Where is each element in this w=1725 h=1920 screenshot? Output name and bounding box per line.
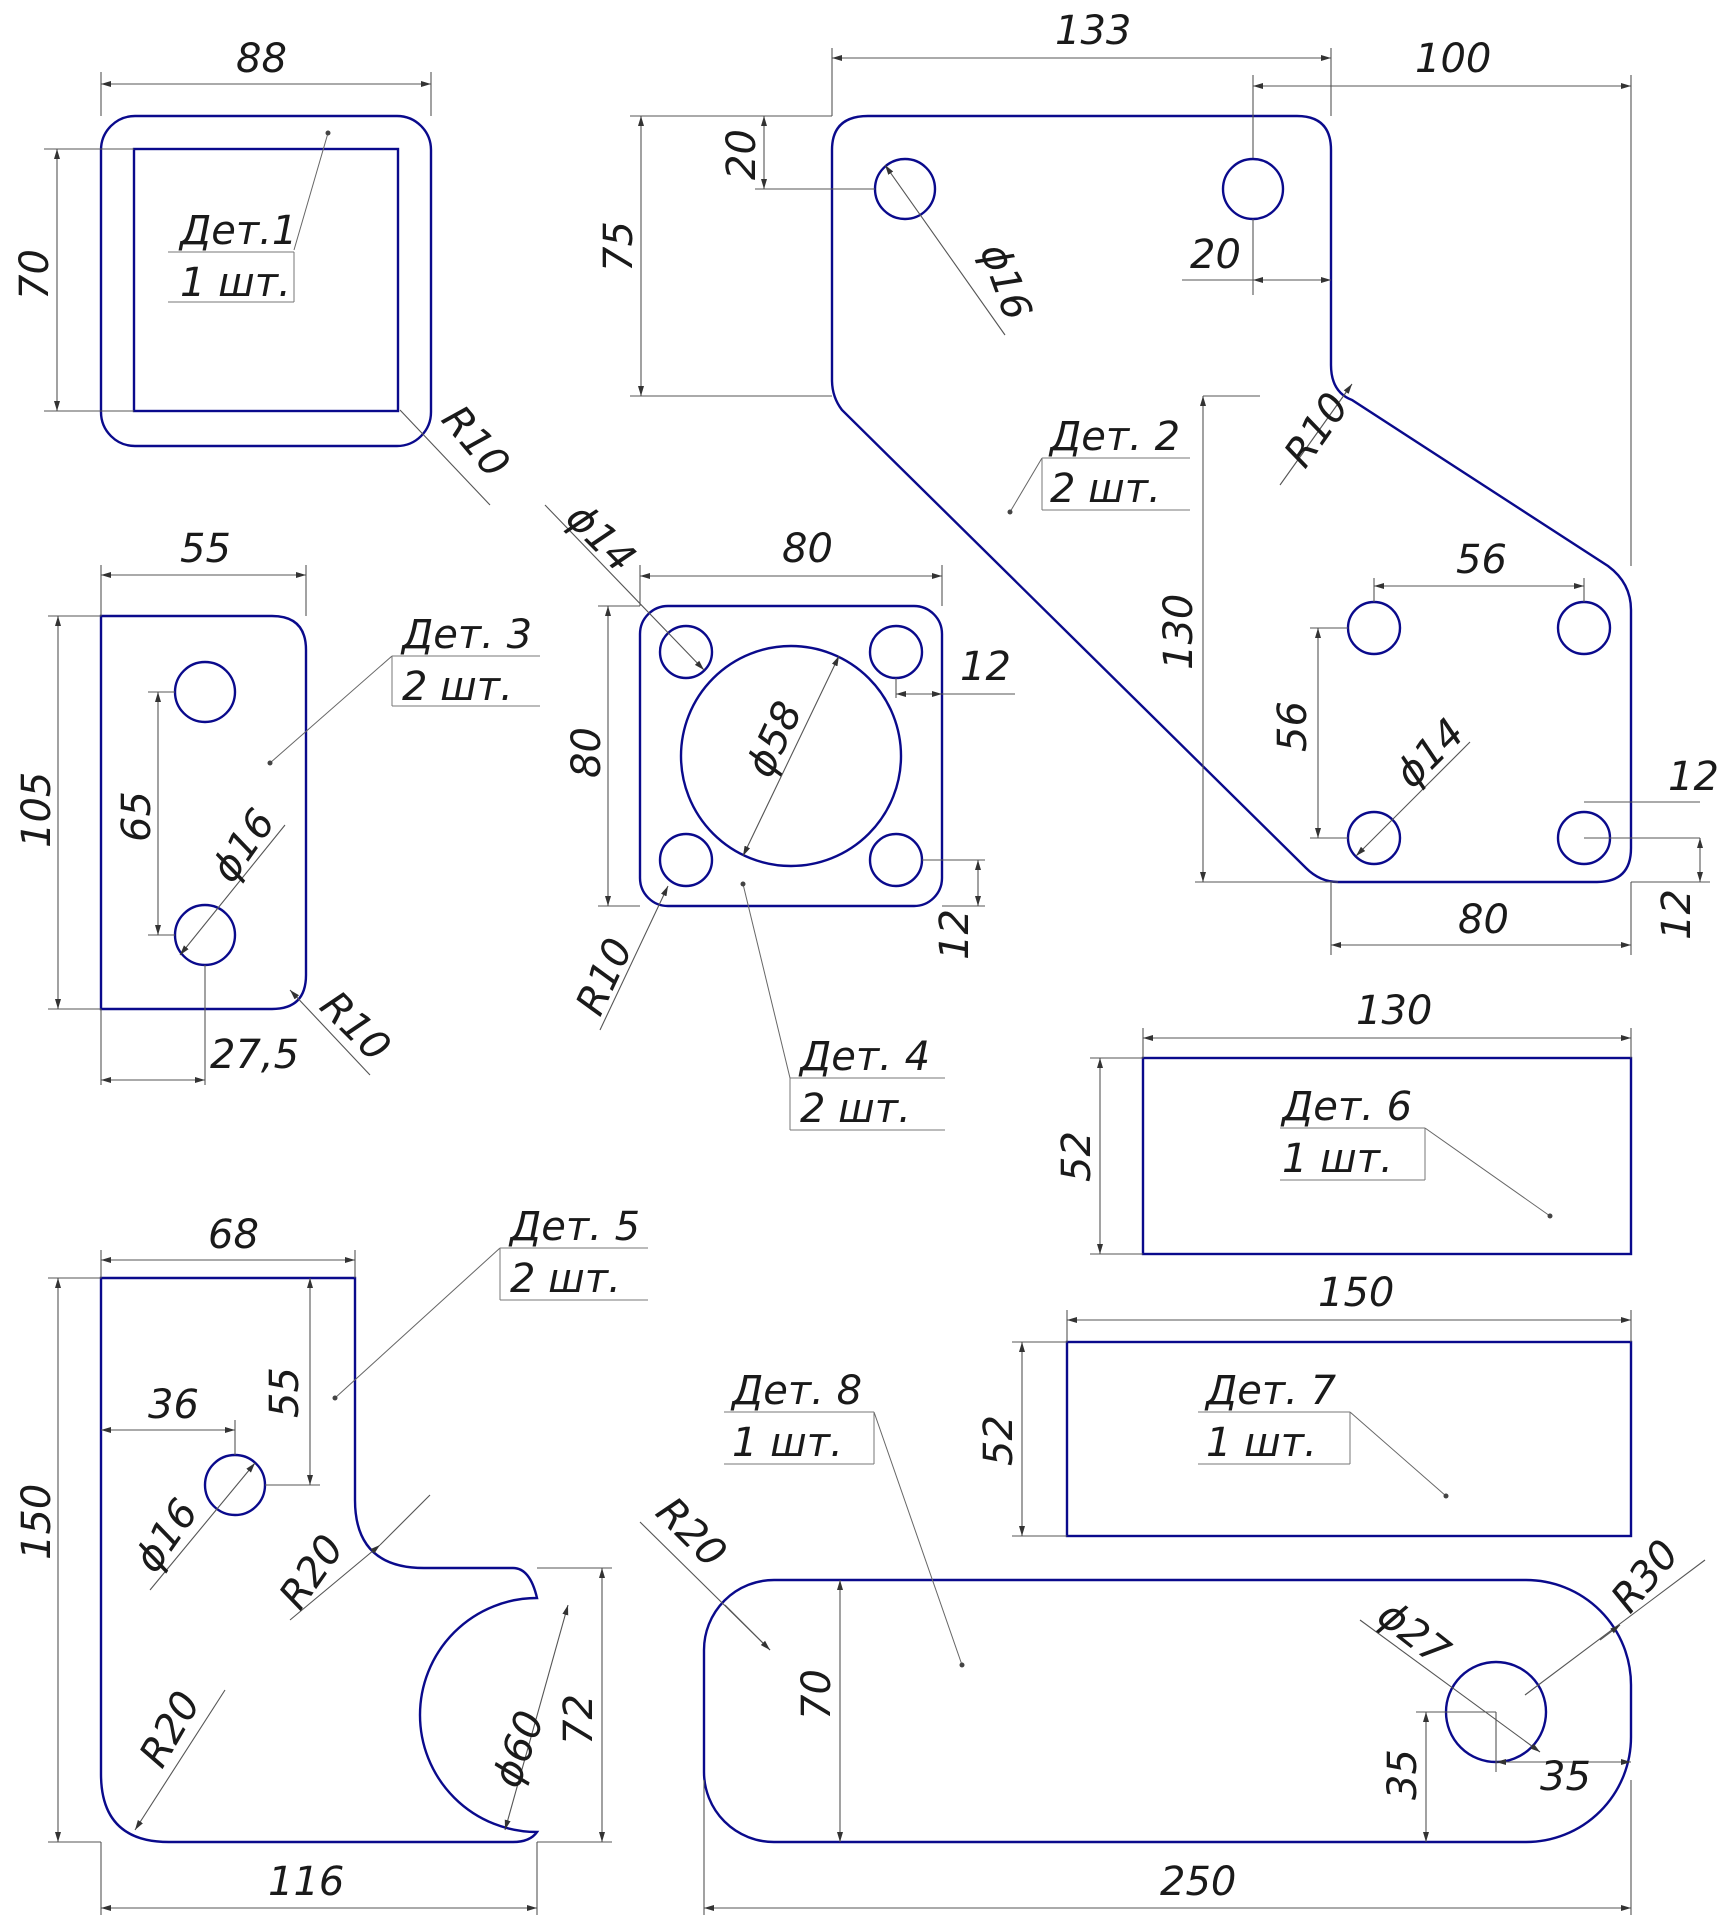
dim-p6-width: 130 — [1356, 988, 1432, 1034]
part-6-outline — [1141, 1056, 1633, 1256]
dim-p2-d16: ϕ16 — [971, 238, 1041, 326]
label-p3-name: Дет. 3 — [400, 612, 532, 658]
dim-p8-radius-left: R20 — [647, 1489, 735, 1577]
dim-p5-36: 36 — [148, 1382, 199, 1428]
dim-p4-height: 80 — [564, 727, 610, 778]
part-1: 88 70 R10 Дет.1 1 шт. — [12, 36, 518, 506]
dim-p3-d16: ϕ16 — [203, 801, 285, 891]
dim-p6-height: 52 — [1054, 1131, 1100, 1182]
label-p5-qty: 2 шт. — [510, 1256, 621, 1302]
dim-p8-d27: ϕ27 — [1369, 1592, 1459, 1676]
dim-p4-d58: ϕ58 — [737, 695, 811, 784]
dim-p4-12-b: 12 — [932, 909, 978, 960]
dim-p2-radius: R10 — [1276, 385, 1359, 476]
dim-p5-height: 150 — [14, 1484, 60, 1560]
label-p6-qty: 1 шт. — [1282, 1136, 1393, 1182]
part-7: 150 52 Дет. 7 1 шт. — [976, 1270, 1633, 1538]
part-3-hole-1 — [173, 660, 237, 724]
dim-p7-height: 52 — [976, 1415, 1022, 1466]
dim-p8-radius-right: R30 — [1602, 1532, 1688, 1622]
label-p2-qty: 2 шт. — [1050, 466, 1161, 512]
dim-p2-56-vertical: 56 — [1270, 701, 1316, 752]
part-2-outline — [830, 114, 1633, 884]
dim-p4-width: 80 — [782, 526, 833, 572]
dim-p5-116: 116 — [268, 1859, 344, 1905]
part-4-hole-1 — [658, 624, 714, 680]
dim-p5-d60: ϕ60 — [484, 1705, 554, 1793]
dim-p2-12-b: 12 — [1654, 889, 1700, 940]
dim-p7-width: 150 — [1318, 1270, 1394, 1316]
part-6: 130 52 Дет. 6 1 шт. — [1054, 988, 1633, 1256]
label-p7-qty: 1 шт. — [1206, 1420, 1317, 1466]
dim-p4-d14: ϕ14 — [557, 495, 644, 582]
dim-p1-width: 88 — [236, 36, 287, 82]
label-p4-name: Дет. 4 — [798, 1034, 930, 1080]
part-3-hole-2 — [173, 903, 237, 967]
part-8: R20 70 ϕ27 R30 35 35 250 Дет. 8 1 шт. — [639, 1368, 1706, 1915]
part-4-outline — [638, 604, 944, 908]
dim-p3-65: 65 — [114, 791, 160, 842]
dim-p2-56-horizontal: 56 — [1456, 537, 1507, 583]
dim-p8-35-vertical: 35 — [1380, 1749, 1426, 1800]
part-5-hole — [203, 1453, 267, 1517]
label-p5-name: Дет. 5 — [508, 1204, 640, 1250]
dim-p2-top: 133 — [1055, 8, 1131, 54]
dim-p1-radius: R10 — [432, 397, 518, 487]
dim-p2-hole-x: 20 — [1190, 232, 1241, 278]
label-p7-name: Дет. 7 — [1204, 1368, 1337, 1414]
dim-p3-height: 105 — [14, 772, 60, 848]
dim-p4-12-a: 12 — [960, 644, 1011, 690]
dim-p2-12-a: 12 — [1668, 754, 1719, 800]
dim-p5-width: 68 — [208, 1212, 259, 1258]
label-p2-name: Дет. 2 — [1048, 414, 1180, 460]
part-4-hole-3 — [658, 832, 714, 888]
part-3: 55 105 65 ϕ16 27,5 R10 Дет. 3 2 шт. — [14, 526, 540, 1085]
part-1-outer — [99, 114, 433, 448]
part-4-hole-2 — [868, 624, 924, 680]
part-4-hole-4 — [868, 832, 924, 888]
part-8-outline — [702, 1578, 1633, 1844]
dim-p2-d14: ϕ14 — [1387, 710, 1474, 797]
part-2: 133 100 75 20 20 ϕ16 R10 130 56 — [596, 8, 1719, 955]
dim-p8-250: 250 — [1160, 1859, 1236, 1905]
dim-p8-70: 70 — [794, 1669, 840, 1720]
part-7-outline — [1065, 1340, 1633, 1538]
label-p4-qty: 2 шт. — [800, 1086, 911, 1132]
dim-p2-hole-y: 20 — [719, 129, 765, 180]
label-p8-name: Дет. 8 — [730, 1368, 862, 1414]
dim-p4-radius: R10 — [567, 931, 642, 1022]
label-p3-qty: 2 шт. — [402, 664, 513, 710]
dim-p5-radius-corner: R20 — [131, 1684, 210, 1775]
dim-p2-130: 130 — [1156, 594, 1202, 670]
dim-p5-72: 72 — [556, 1694, 602, 1745]
part-2-hole-2 — [1221, 157, 1285, 221]
dim-p5-radius-inner: R20 — [271, 1527, 354, 1618]
dim-p2-top2: 100 — [1415, 36, 1491, 82]
dim-p1-height: 70 — [12, 249, 58, 300]
dim-p3-27-5: 27,5 — [210, 1032, 299, 1078]
label-p8-qty: 1 шт. — [732, 1420, 843, 1466]
part-2-hole-4 — [1556, 600, 1612, 656]
label-p1-qty: 1 шт. — [180, 260, 291, 306]
part-2-hole-3 — [1346, 600, 1402, 656]
label-p6-name: Дет. 6 — [1280, 1084, 1412, 1130]
part-5: 68 150 55 36 ϕ16 R20 R20 ϕ60 72 — [14, 1204, 648, 1915]
dim-p3-width: 55 — [180, 526, 231, 572]
part-4: 80 80 ϕ14 ϕ58 12 12 R10 Дет. 4 2 шт. — [544, 495, 1015, 1132]
part-5-outline — [99, 1276, 540, 1844]
label-p1-name: Дет.1 — [178, 208, 297, 254]
dim-p8-35-horizontal: 35 — [1540, 1754, 1591, 1800]
dim-p2-height: 75 — [596, 221, 642, 272]
part-1-inner — [132, 147, 400, 413]
dim-p2-80: 80 — [1458, 897, 1509, 943]
part-3-outline — [99, 614, 308, 1011]
dim-p3-radius: R10 — [311, 983, 399, 1071]
part-2-hole-1 — [873, 157, 937, 221]
dim-p5-55: 55 — [262, 1367, 308, 1418]
part-4-center-hole — [679, 644, 903, 868]
